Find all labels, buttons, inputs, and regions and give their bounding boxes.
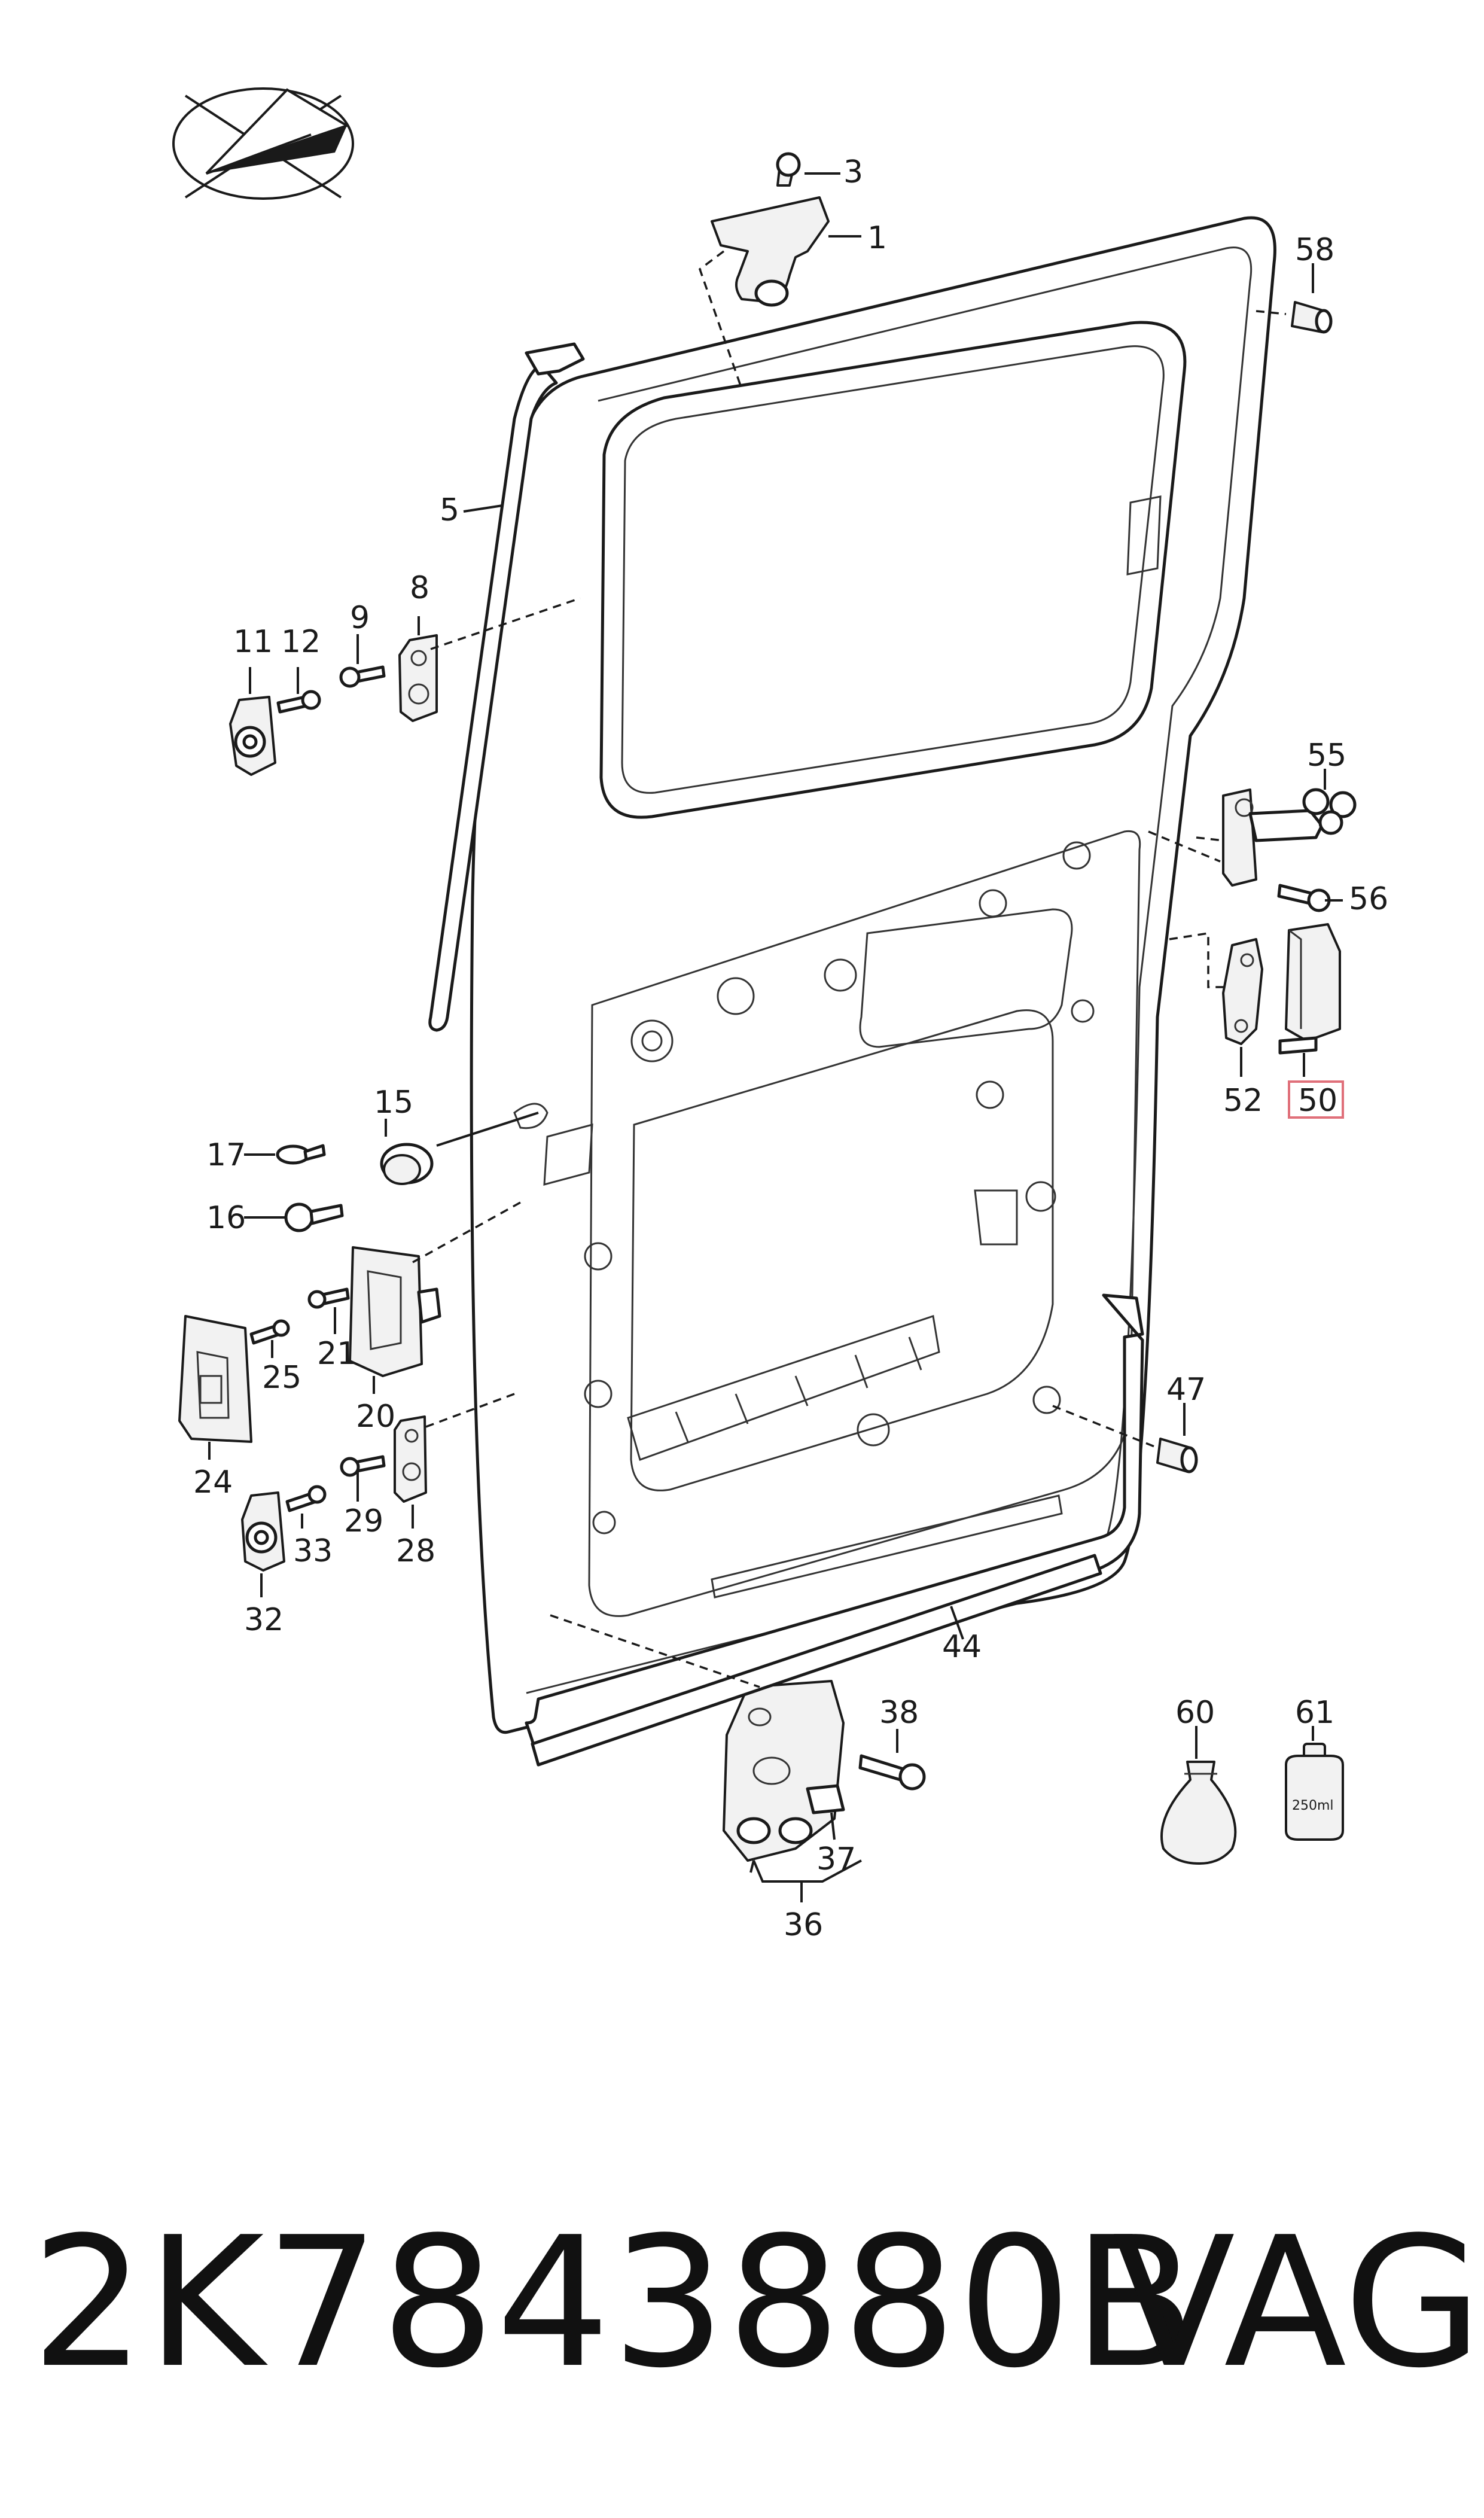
guide-block-8 [398,634,438,722]
callout-38: 38 [879,1695,919,1731]
buffer-58 [1291,301,1333,334]
cover-50 [1278,923,1341,1055]
parts-diagram: 250ml [172,87,1388,1943]
screw-33 [285,1485,327,1512]
callout-5: 5 [440,492,459,528]
upper-hinge-1 [711,152,830,307]
callout-28: 28 [396,1533,435,1569]
bracket-52 [1222,938,1263,1045]
leader-lines [208,172,1343,1902]
callout-61: 61 [1295,1695,1334,1731]
lower-seal-44 [525,1293,1144,1767]
highlight-box-50 [1288,1080,1344,1119]
callout-1: 1 [867,220,887,256]
callout-52: 52 [1223,1083,1263,1119]
callout-32: 32 [244,1602,284,1638]
grease-bag-60 [1160,1761,1237,1865]
callout-60: 60 [1175,1695,1215,1731]
callout-21: 21 [317,1336,356,1372]
callout-labels: 1 3 5 8 9 11 12 15 16 17 20 21 24 25 28 … [193,154,1388,1943]
callout-50: 50 [1298,1083,1337,1119]
callout-58: 58 [1295,232,1334,268]
callout-56: 56 [1349,881,1388,917]
callout-8: 8 [410,570,429,606]
oil-bottle-61: 250ml [1285,1743,1344,1841]
callout-12: 12 [281,624,321,660]
screw-56 [1277,884,1331,912]
callout-29: 29 [344,1503,383,1539]
clip-16 [284,1202,344,1232]
paper-plane-logo-icon [172,87,354,200]
part-number-label: 2K7843880B [31,2199,1197,2407]
callout-44: 44 [942,1629,982,1665]
callout-9: 9 [350,600,370,636]
guide-roller-55 [1222,788,1357,887]
screw-12 [276,690,321,714]
clip-17 [276,1144,326,1165]
sliding-door-panel [470,216,1276,1734]
door-seal-strip-5 [428,342,585,1032]
brand-label: VAG [1113,2199,1483,2407]
bracket-11 [229,696,276,776]
grommet-15 [380,1143,434,1185]
callout-33: 33 [293,1533,333,1569]
bottle-label: 250ml [1292,1798,1334,1813]
callout-16: 16 [206,1200,246,1236]
callout-36: 36 [784,1907,823,1943]
screw-9 [339,665,386,688]
callout-3: 3 [843,154,863,190]
screw-25 [249,1319,290,1345]
screw-29 [340,1455,386,1477]
callout-47: 47 [1166,1372,1206,1408]
handle-housing-24 [178,1315,252,1443]
screw-38 [858,1754,926,1791]
callout-20: 20 [356,1399,395,1435]
callout-25: 25 [262,1360,301,1396]
callout-37: 37 [816,1841,856,1877]
lower-hinge-36 [723,1680,845,1862]
handle-housing-20 [349,1246,441,1377]
callout-24: 24 [193,1464,233,1500]
callout-55: 55 [1307,738,1346,774]
callout-11: 11 [233,624,273,660]
callout-17: 17 [206,1137,246,1173]
callout-15: 15 [374,1085,413,1121]
bracket-32 [241,1491,285,1572]
screw-21 [307,1287,350,1309]
buffer-47 [1156,1438,1198,1473]
guide-block-28 [394,1415,427,1503]
